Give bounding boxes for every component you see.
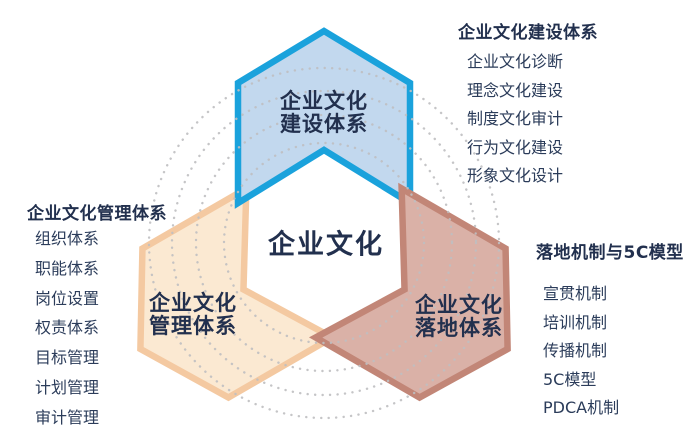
list-item: 传播机制 — [543, 341, 608, 361]
list-item: 职能体系 — [35, 258, 100, 278]
dotted-concentric-circles — [147, 66, 501, 420]
list-item: 5C模型 — [543, 369, 597, 389]
list-item: 形象文化设计 — [467, 166, 564, 185]
list-item: 审计管理 — [35, 407, 100, 427]
list-item: 行为文化建设 — [467, 137, 564, 157]
list-item: PDCA机制 — [543, 398, 620, 418]
dotted-circle — [222, 141, 426, 345]
dotted-circle — [170, 89, 478, 397]
list-item: 权责体系 — [35, 318, 100, 338]
label-management-line1: 企业文化 — [149, 291, 237, 315]
label-construction-line1: 企业文化 — [280, 89, 368, 113]
label-landing-line1: 企业文化 — [415, 293, 503, 317]
label-management-chevron: 企业文化 管理体系 — [149, 292, 237, 338]
management-list-title: 企业文化管理体系 — [27, 204, 167, 224]
list-item: 培训机制 — [543, 312, 608, 332]
list-item: 目标管理 — [35, 348, 100, 368]
label-management-line2: 管理体系 — [149, 314, 237, 338]
list-item: 组织体系 — [35, 229, 100, 248]
list-item: 计划管理 — [35, 377, 100, 397]
dotted-circle — [194, 113, 454, 373]
landing-list-title: 落地机制与5C模型 — [536, 243, 684, 263]
construction-list: 企业文化诊断 理念文化建设 制度文化审计 行为文化建设 形象文化设计 — [467, 48, 563, 191]
list-item: 企业文化诊断 — [467, 52, 564, 71]
construction-list-title: 企业文化建设体系 — [458, 23, 598, 43]
label-construction-line2: 建设体系 — [280, 112, 368, 136]
list-item: 宣贯机制 — [543, 284, 608, 303]
landing-list: 宣贯机制 培训机制 传播机制 5C模型 PDCA机制 — [543, 280, 619, 423]
label-construction-chevron: 企业文化 建设体系 — [280, 90, 368, 136]
list-item: 理念文化建设 — [467, 80, 564, 100]
list-item: 岗位设置 — [35, 288, 100, 308]
center-title: 企业文化 — [268, 229, 384, 261]
list-item: 制度文化审计 — [467, 109, 564, 128]
label-landing-line2: 落地体系 — [415, 316, 503, 340]
management-list: 组织体系 职能体系 岗位设置 权责体系 目标管理 计划管理 审计管理 — [35, 224, 99, 433]
dotted-circle — [147, 66, 501, 420]
label-landing-chevron: 企业文化 落地体系 — [415, 294, 503, 340]
